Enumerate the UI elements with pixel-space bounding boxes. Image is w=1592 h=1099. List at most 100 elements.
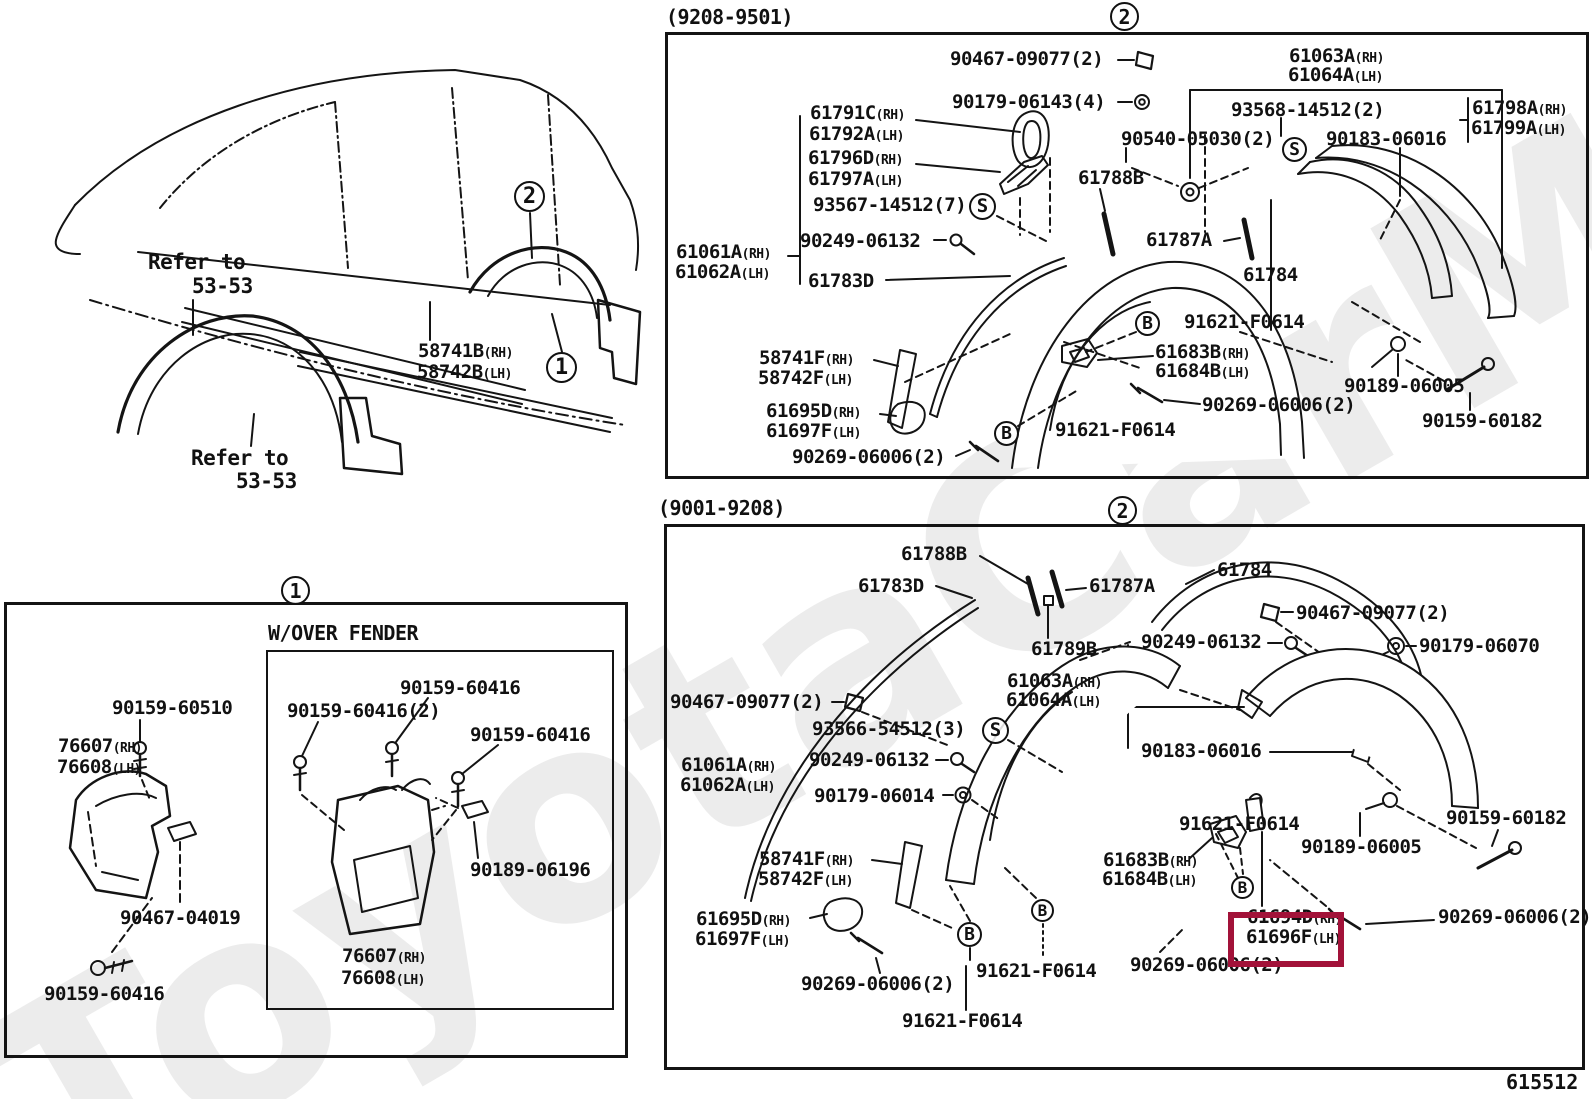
part-label: 61798A(RH) xyxy=(1472,97,1567,119)
period-label-bottom: (9001-9208) xyxy=(658,496,785,520)
circled-1-symbol: 1 xyxy=(546,352,577,383)
part-label: 93567-14512(7) xyxy=(813,194,967,216)
part-label: 90159-60182 xyxy=(1446,807,1567,829)
part-label: 58742F(LH) xyxy=(758,367,853,389)
part-label: 90269-06006(2) xyxy=(1202,394,1356,416)
part-label: 90249-06132 xyxy=(1141,631,1262,653)
car-illustration xyxy=(54,69,642,476)
part-label: 61792A(LH) xyxy=(809,123,904,145)
part-label: 61684B(LH) xyxy=(1102,868,1197,890)
part-label: 90249-06132 xyxy=(809,749,930,771)
part-label: Refer to xyxy=(148,250,246,274)
part-label: 61789B xyxy=(1031,638,1097,660)
part-label: 61787A xyxy=(1089,575,1155,597)
circled-1-symbol: 1 xyxy=(281,576,310,605)
part-label: 61064A(LH) xyxy=(1288,64,1383,86)
part-label: 90269-06006(2) xyxy=(801,973,955,995)
part-label: 61697F(LH) xyxy=(766,420,861,442)
part-label: 58741F(RH) xyxy=(759,347,854,369)
period-label-top: (9208-9501) xyxy=(666,5,793,29)
part-label: 90159-60416 xyxy=(470,724,591,746)
part-label: 76608(LH) xyxy=(57,756,142,778)
part-label: 61061A(RH) xyxy=(676,241,771,263)
part-label: 90540-05030(2) xyxy=(1121,128,1275,150)
part-label: 61063A(RH) xyxy=(1289,45,1384,67)
part-label: 90159-60182 xyxy=(1422,410,1543,432)
part-label: 76607(RH) xyxy=(58,735,143,757)
part-label: 61694D(RH) xyxy=(1247,906,1342,928)
box-9001-9208-art xyxy=(744,555,1522,1011)
part-label-highlighted: 61696F(LH) xyxy=(1246,926,1341,948)
part-label: 61787A xyxy=(1146,229,1212,251)
part-label: 90159-60416(2) xyxy=(287,700,441,722)
circled-2-symbol: 2 xyxy=(514,181,545,212)
part-label: 91621-F0614 xyxy=(1179,813,1300,835)
part-label: 61791C(RH) xyxy=(810,102,905,124)
section-box-9208-9501 xyxy=(665,32,1589,479)
part-label: 91621-F0614 xyxy=(1055,419,1176,441)
part-label: 90159-60416 xyxy=(400,677,521,699)
circled-S-symbol: S xyxy=(1282,137,1307,162)
part-label: 61683B(RH) xyxy=(1155,341,1250,363)
part-label: Refer to xyxy=(191,446,289,470)
part-label: 90189-06196 xyxy=(470,859,591,881)
part-label: 53-53 xyxy=(236,469,297,493)
box-mudguard-art xyxy=(68,697,499,976)
circled-2-symbol: 2 xyxy=(1110,2,1139,31)
part-label: 61796D(RH) xyxy=(808,147,903,169)
part-label: 90159-60416 xyxy=(44,983,165,1005)
part-label: 91621-F0614 xyxy=(976,960,1097,982)
part-label: 58741B(RH) xyxy=(418,340,513,362)
part-label: 91621-F0614 xyxy=(902,1010,1023,1032)
circled-B-symbol: B xyxy=(994,421,1019,446)
part-label: 93566-54512(3) xyxy=(812,718,966,740)
part-label: 61788B xyxy=(901,543,967,565)
part-label: 58742F(LH) xyxy=(758,868,853,890)
part-label: 90179-06014 xyxy=(814,785,935,807)
part-label: 61695D(RH) xyxy=(766,400,861,422)
part-label: 90269-06006(2) xyxy=(1130,954,1284,976)
part-label: 76607(RH) xyxy=(342,945,427,967)
part-label: 61697F(LH) xyxy=(695,928,790,950)
drawing-number: 615512 xyxy=(1506,1070,1579,1094)
part-label: 90467-09077(2) xyxy=(670,691,824,713)
part-label: 58742B(LH) xyxy=(417,361,512,383)
part-label: 58741F(RH) xyxy=(759,848,854,870)
overfender-title: W/OVER FENDER xyxy=(268,621,419,645)
circled-B-symbol: B xyxy=(957,922,982,947)
circled-B-symbol: B xyxy=(1135,311,1160,336)
part-label: 90269-06006(2) xyxy=(1438,906,1592,928)
circled-B-symbol: B xyxy=(1031,899,1054,922)
part-label: 61684B(LH) xyxy=(1155,360,1250,382)
part-label: 90467-09077(2) xyxy=(950,48,1104,70)
part-label: 76608(LH) xyxy=(341,967,426,989)
part-label: 61799A(LH) xyxy=(1471,117,1566,139)
circled-2-symbol: 2 xyxy=(1108,496,1137,525)
part-label: 61784 xyxy=(1243,264,1298,286)
part-label: 61784 xyxy=(1217,559,1272,581)
part-label: 61062A(LH) xyxy=(680,774,775,796)
part-label: 91621-F0614 xyxy=(1184,311,1305,333)
part-label: 61783D xyxy=(808,270,874,292)
part-label: 90189-06005 xyxy=(1301,836,1422,858)
part-label: 61683B(RH) xyxy=(1103,849,1198,871)
part-label: 90467-04019 xyxy=(120,907,241,929)
part-label: 53-53 xyxy=(192,274,253,298)
part-label: 90183-06016 xyxy=(1326,128,1447,150)
part-label: 61063A(RH) xyxy=(1007,670,1102,692)
part-label: 61695D(RH) xyxy=(696,908,791,930)
part-label: 90179-06070 xyxy=(1419,635,1540,657)
part-label: 61788B xyxy=(1078,167,1144,189)
part-label: 90183-06016 xyxy=(1141,740,1262,762)
part-label: 90467-09077(2) xyxy=(1296,602,1450,624)
part-label: 93568-14512(2) xyxy=(1231,99,1385,121)
part-label: 90179-06143(4) xyxy=(952,91,1106,113)
part-label: 61783D xyxy=(858,575,924,597)
section-box-9001-9208 xyxy=(664,524,1585,1070)
part-label: 61061A(RH) xyxy=(681,754,776,776)
circled-S-symbol: S xyxy=(969,193,996,220)
circled-B-symbol: B xyxy=(1231,876,1254,899)
section-box-mudguard xyxy=(4,602,628,1058)
